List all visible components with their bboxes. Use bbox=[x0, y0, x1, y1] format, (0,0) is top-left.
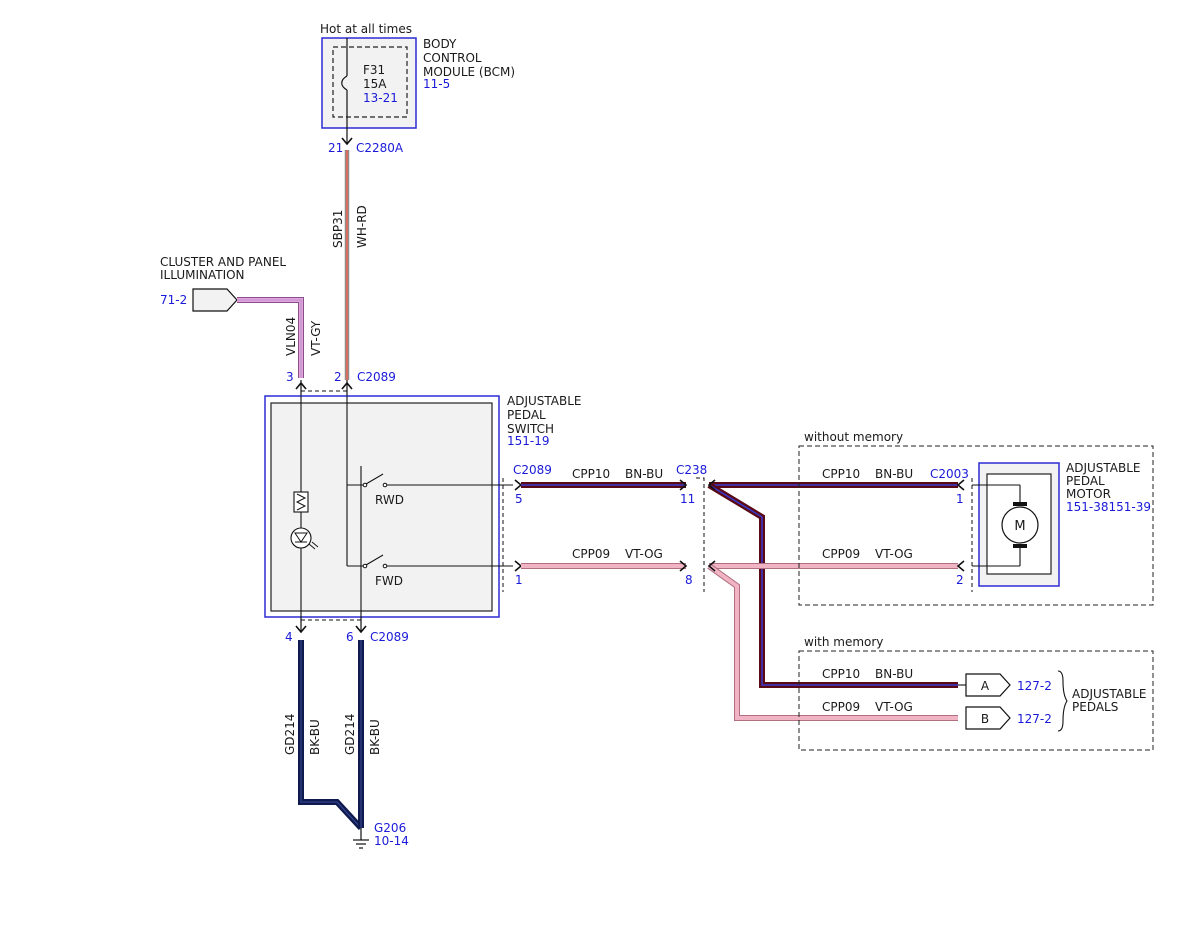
with-memory-label: with memory bbox=[804, 635, 883, 649]
gd214-color-right: BK-BU bbox=[368, 719, 382, 755]
cpp09-color-1: VT-OG bbox=[625, 547, 663, 561]
illum-title-1: CLUSTER AND PANEL bbox=[160, 255, 286, 269]
motor-ref: 151-38151-39 bbox=[1066, 500, 1151, 514]
memory-connector-b bbox=[965, 706, 1011, 730]
motor-title-3: MOTOR bbox=[1066, 487, 1111, 501]
rwd-pin-arrow bbox=[514, 479, 523, 491]
cpp09-circuit-3: CPP09 bbox=[822, 700, 860, 714]
led-lamp-icon bbox=[290, 527, 312, 549]
memory-brace bbox=[1057, 670, 1068, 732]
c238-pin-top: 11 bbox=[680, 492, 695, 506]
cpp10-circuit-1: CPP10 bbox=[572, 467, 610, 481]
cpp09-wire-c238-to-memory bbox=[707, 563, 958, 721]
switch-top-pin-right: 2 bbox=[334, 370, 342, 384]
ground-ref: 10-14 bbox=[374, 834, 409, 848]
switch-top-connector: C2089 bbox=[357, 370, 396, 384]
fuse-rating: 15A bbox=[363, 77, 387, 91]
switch-pin-fwd: 1 bbox=[515, 573, 523, 587]
switch-right-connector: C2089 bbox=[513, 463, 552, 477]
memory-dest-2: PEDALS bbox=[1072, 700, 1118, 714]
switch-bottom-pin-left: 4 bbox=[285, 630, 293, 644]
bcm-pin: 21 bbox=[328, 141, 343, 155]
cpp10-color-3: BN-BU bbox=[875, 667, 913, 681]
cpp09-color-3: VT-OG bbox=[875, 700, 913, 714]
memory-dest-1: ADJUSTABLE bbox=[1072, 687, 1147, 701]
illum-ref: 71-2 bbox=[160, 293, 187, 307]
switch-title-1: ADJUSTABLE bbox=[507, 394, 582, 408]
c238-pin-bottom: 8 bbox=[685, 573, 693, 587]
cpp10-color-1: BN-BU bbox=[625, 467, 663, 481]
cpp10-circuit-2: CPP10 bbox=[822, 467, 860, 481]
bcm-connector: C2280A bbox=[356, 141, 404, 155]
memory-connector-a-label: A bbox=[981, 679, 990, 693]
sbp31-color: WH-RD bbox=[355, 205, 369, 248]
cpp10-circuit-3: CPP10 bbox=[822, 667, 860, 681]
switch-ref: 151-19 bbox=[507, 434, 550, 448]
motor-icon bbox=[1001, 506, 1039, 544]
illum-connector-tag bbox=[192, 288, 238, 312]
gd214-circuit-left: GD214 bbox=[283, 714, 297, 755]
motor-pin-top: 1 bbox=[956, 492, 964, 506]
bcm-module-box bbox=[321, 37, 417, 129]
memory-ref-a: 127-2 bbox=[1017, 679, 1052, 693]
without-memory-box bbox=[798, 445, 1154, 606]
gd214-circuit-right: GD214 bbox=[343, 714, 357, 755]
motor-pin-bottom: 2 bbox=[956, 573, 964, 587]
rwd-switch-contact bbox=[365, 473, 384, 485]
motor-title-2: PEDAL bbox=[1066, 474, 1105, 488]
rwd-label: RWD bbox=[375, 493, 404, 507]
without-memory-label: without memory bbox=[804, 430, 903, 444]
memory-connector-a bbox=[965, 673, 1011, 697]
vln04-color: VT-GY bbox=[309, 320, 323, 356]
fwd-label: FWD bbox=[375, 574, 403, 588]
memory-ref-b: 127-2 bbox=[1017, 712, 1052, 726]
switch-bottom-pin-right: 6 bbox=[346, 630, 354, 644]
bcm-fuse-box bbox=[332, 46, 408, 118]
fuse-name: F31 bbox=[363, 63, 385, 77]
cpp09-circuit-1: CPP09 bbox=[572, 547, 610, 561]
motor-symbol: M bbox=[1014, 519, 1025, 534]
motor-connector: C2003 bbox=[930, 467, 969, 481]
cpp09-circuit-2: CPP09 bbox=[822, 547, 860, 561]
vln04-circuit: VLN04 bbox=[284, 317, 298, 356]
bcm-hot-label: Hot at all times bbox=[320, 22, 412, 36]
fwd-pin-arrow bbox=[514, 560, 523, 572]
cpp10-wire-c238-to-memory bbox=[707, 482, 958, 688]
switch-title-3: SWITCH bbox=[507, 422, 554, 436]
with-memory-box bbox=[798, 650, 1154, 751]
switch-top-pin-left: 3 bbox=[286, 370, 294, 384]
cpp09-color-2: VT-OG bbox=[875, 547, 913, 561]
switch-title-2: PEDAL bbox=[507, 408, 546, 422]
c238-name: C238 bbox=[676, 463, 707, 477]
bcm-title-1: BODY bbox=[423, 37, 457, 51]
memory-connector-b-label: B bbox=[981, 712, 989, 726]
illum-title-2: ILLUMINATION bbox=[160, 268, 245, 282]
bcm-title-3: MODULE (BCM) bbox=[423, 65, 515, 79]
bcm-title-2: CONTROL bbox=[423, 51, 482, 65]
switch-pin-rwd: 5 bbox=[515, 492, 523, 506]
gd214-color-left: BK-BU bbox=[308, 719, 322, 755]
bcm-ref: 11-5 bbox=[423, 77, 450, 91]
ground-name: G206 bbox=[374, 821, 406, 835]
fuse-symbol bbox=[341, 75, 348, 91]
fuse-ref: 13-21 bbox=[363, 91, 398, 105]
fwd-switch-contact bbox=[365, 554, 384, 566]
motor-title-1: ADJUSTABLE bbox=[1066, 461, 1141, 475]
sbp31-circuit: SBP31 bbox=[331, 210, 345, 248]
c238-connector-outline bbox=[696, 477, 705, 592]
cpp10-color-2: BN-BU bbox=[875, 467, 913, 481]
switch-bottom-connector: C2089 bbox=[370, 630, 409, 644]
